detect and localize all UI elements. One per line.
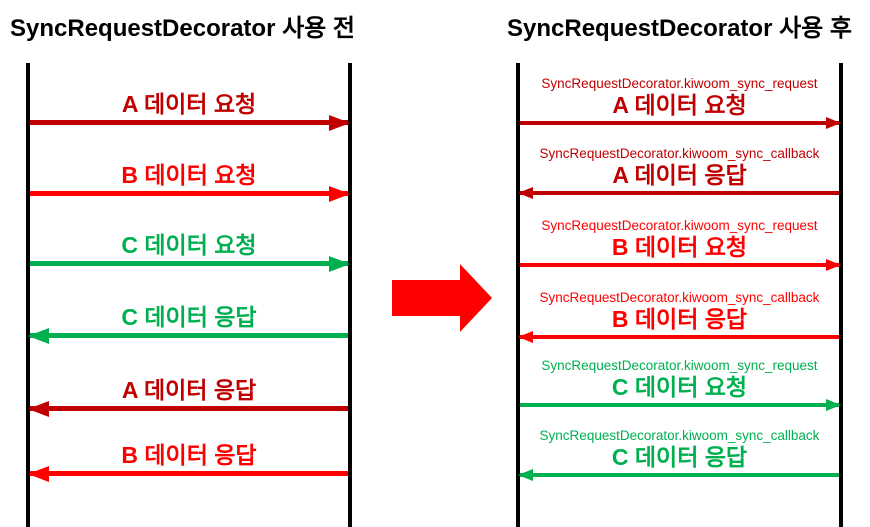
method-label: SyncRequestDecorator.kiwoom_sync_callbac… (539, 428, 820, 443)
after-arrow-row-b-request: SyncRequestDecorator.kiwoom_sync_request… (520, 214, 841, 271)
arrowhead-icon (329, 114, 350, 131)
arrowhead-icon (28, 465, 49, 482)
arrow-left-icon (518, 331, 839, 343)
arrowhead-icon (826, 259, 841, 271)
method-label: SyncRequestDecorator.kiwoom_sync_request (541, 76, 818, 91)
before-arrow-row-c-response: C 데이터 응답 (28, 302, 348, 344)
method-label: SyncRequestDecorator.kiwoom_sync_callbac… (539, 290, 820, 305)
arrowhead-icon (28, 400, 49, 417)
arrowhead-icon (518, 469, 533, 481)
after-arrow-row-c-response: SyncRequestDecorator.kiwoom_sync_callbac… (518, 424, 839, 481)
after-title: SyncRequestDecorator 사용 후 (507, 15, 852, 42)
arrowhead-icon (28, 327, 49, 344)
after-arrow-row-c-request: SyncRequestDecorator.kiwoom_sync_request… (520, 354, 841, 411)
arrowhead-icon (518, 331, 533, 343)
arrow-label: A 데이터 응답 (121, 377, 257, 403)
arrow-label: A 데이터 요청 (612, 92, 747, 118)
before-right-lifeline (348, 63, 352, 527)
arrow-right-icon (520, 117, 841, 129)
arrow-left-icon (28, 465, 348, 482)
after-arrow-row-b-response: SyncRequestDecorator.kiwoom_sync_callbac… (518, 286, 839, 343)
before-arrow-row-b-request: B 데이터 요청 (30, 160, 350, 202)
arrow-left-icon (518, 187, 839, 199)
before-title: SyncRequestDecorator 사용 전 (10, 15, 355, 42)
after-arrow-row-a-response: SyncRequestDecorator.kiwoom_sync_callbac… (518, 142, 839, 199)
arrow-label: B 데이터 응답 (121, 442, 257, 468)
arrow-label: A 데이터 요청 (121, 91, 257, 117)
after-arrow-row-a-request: SyncRequestDecorator.kiwoom_sync_request… (520, 72, 841, 129)
after-right-lifeline (839, 63, 843, 527)
arrow-label: B 데이터 요청 (121, 162, 257, 188)
method-label: SyncRequestDecorator.kiwoom_sync_request (541, 218, 818, 233)
arrow-label: B 데이터 응답 (611, 306, 748, 332)
arrow-right-icon (520, 399, 841, 411)
method-label: SyncRequestDecorator.kiwoom_sync_callbac… (539, 146, 820, 161)
arrowhead-icon (826, 117, 841, 129)
arrow-left-icon (28, 327, 348, 344)
arrow-label: C 데이터 응답 (611, 444, 748, 470)
arrow-left-icon (28, 400, 348, 417)
arrow-label: B 데이터 요청 (611, 234, 748, 260)
method-label: SyncRequestDecorator.kiwoom_sync_request (541, 358, 818, 373)
big-right-arrow-icon (392, 264, 492, 332)
arrow-right-icon (30, 255, 350, 272)
before-arrow-row-c-request: C 데이터 요청 (30, 230, 350, 272)
after-left-lifeline (516, 63, 520, 527)
arrowhead-icon (518, 187, 533, 199)
arrow-label: C 데이터 응답 (121, 304, 257, 330)
arrow-right-icon (30, 114, 350, 131)
arrow-label: C 데이터 요청 (611, 374, 748, 400)
arrow-label: A 데이터 응답 (612, 162, 747, 188)
arrow-label: C 데이터 요청 (121, 232, 257, 258)
arrow-right-icon (520, 259, 841, 271)
before-arrow-row-b-response: B 데이터 응답 (28, 440, 348, 482)
arrow-right-icon (30, 185, 350, 202)
before-left-lifeline (26, 63, 30, 527)
arrowhead-icon (329, 255, 350, 272)
before-arrow-row-a-request: A 데이터 요청 (30, 89, 350, 131)
before-arrow-row-a-response: A 데이터 응답 (28, 375, 348, 417)
arrowhead-icon (329, 185, 350, 202)
arrow-left-icon (518, 469, 839, 481)
arrowhead-icon (826, 399, 841, 411)
